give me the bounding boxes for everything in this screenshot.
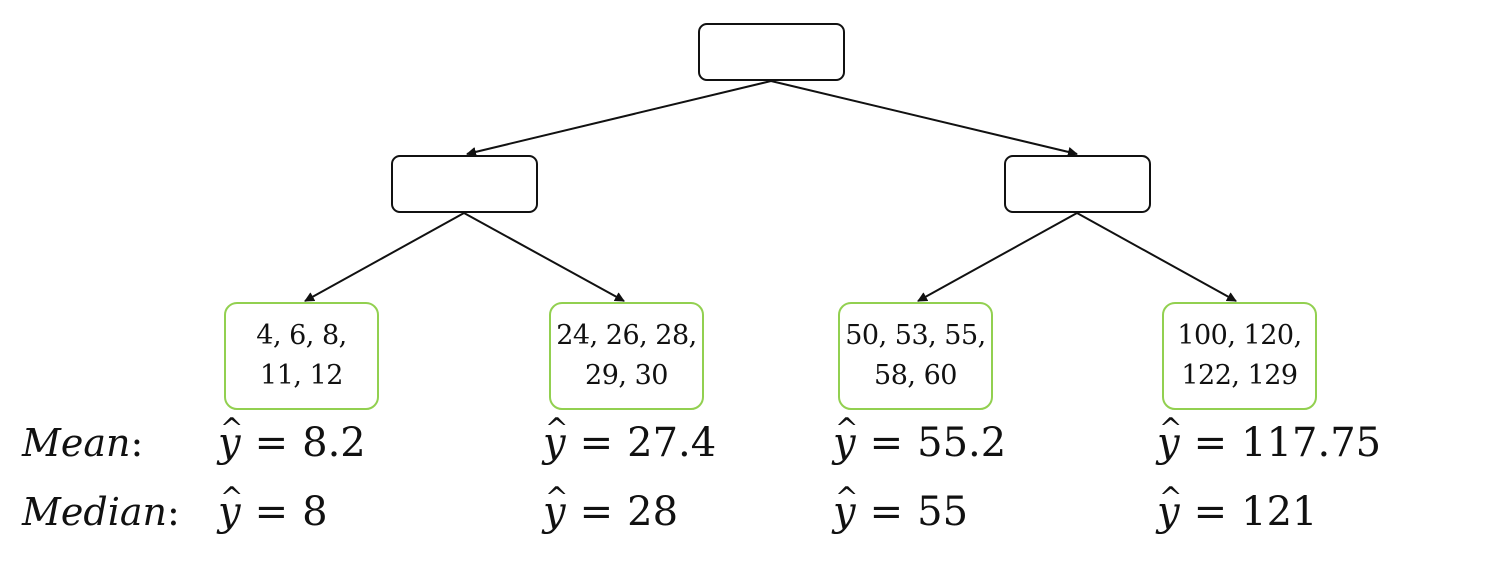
y-hat-symbol: y <box>1157 407 1182 465</box>
root-node <box>698 23 845 81</box>
leaf-1-line-2: 11, 12 <box>260 360 343 391</box>
leaf-node-2: 24, 26, 28, 29, 30 <box>549 302 704 410</box>
leaf-node-3: 50, 53, 55, 58, 60 <box>838 302 993 410</box>
median-value-leaf-2: 28 <box>627 489 679 535</box>
leaf-4-line-1: 100, 120, <box>1177 320 1302 351</box>
equals-sign: = <box>579 420 614 466</box>
y-hat-symbol: y <box>833 407 858 465</box>
mean-value-leaf-1: 8.2 <box>302 420 366 466</box>
mean-estimate-leaf-4: y= 117.75 <box>1157 407 1382 466</box>
leaf-1-line-1: 4, 6, 8, <box>256 320 347 351</box>
mean-value-leaf-2: 27.4 <box>627 420 717 466</box>
median-value-leaf-4: 121 <box>1241 489 1318 535</box>
median-label: Median <box>22 490 168 534</box>
equals-sign: = <box>254 420 289 466</box>
leaf-4-line-2: 122, 129 <box>1181 360 1298 391</box>
median-colon: : <box>167 490 180 534</box>
median-value-leaf-3: 55 <box>917 489 969 535</box>
equals-sign: = <box>869 489 904 535</box>
mean-colon: : <box>130 421 144 465</box>
equals-sign: = <box>1193 489 1228 535</box>
leaf-node-4: 100, 120, 122, 129 <box>1162 302 1317 410</box>
leaf-3-line-1: 50, 53, 55, <box>845 320 986 351</box>
equals-sign: = <box>869 420 904 466</box>
edge-root-left <box>466 80 772 157</box>
median-value-leaf-1: 8 <box>302 489 328 535</box>
mean-label: Mean <box>22 421 131 465</box>
edge-right-leaf3 <box>917 212 1078 302</box>
edge-left-leaf1 <box>304 212 465 302</box>
median-estimate-leaf-2: y= 28 <box>543 476 679 535</box>
mean-row-label: Mean: <box>22 421 143 465</box>
median-row-label: Median: <box>22 490 180 534</box>
edge-root-right <box>770 80 1078 157</box>
equals-sign: = <box>254 489 289 535</box>
leaf-node-1: 4, 6, 8, 11, 12 <box>224 302 379 410</box>
internal-node-left <box>391 155 538 213</box>
y-hat-symbol: y <box>218 476 243 534</box>
edge-right-leaf4 <box>1076 212 1237 302</box>
mean-estimate-leaf-1: y= 8.2 <box>218 407 366 466</box>
edge-left-leaf2 <box>463 212 625 302</box>
leaf-3-line-2: 58, 60 <box>874 360 957 391</box>
y-hat-symbol: y <box>218 407 243 465</box>
y-hat-symbol: y <box>1157 476 1182 534</box>
mean-estimate-leaf-3: y= 55.2 <box>833 407 1007 466</box>
leaf-2-line-2: 29, 30 <box>585 360 668 391</box>
mean-value-leaf-4: 117.75 <box>1241 420 1382 466</box>
y-hat-symbol: y <box>833 476 858 534</box>
y-hat-symbol: y <box>543 407 568 465</box>
internal-node-right <box>1004 155 1151 213</box>
mean-estimate-leaf-2: y= 27.4 <box>543 407 717 466</box>
leaf-2-line-1: 24, 26, 28, <box>556 320 697 351</box>
median-estimate-leaf-1: y= 8 <box>218 476 328 535</box>
equals-sign: = <box>579 489 614 535</box>
median-estimate-leaf-3: y= 55 <box>833 476 969 535</box>
y-hat-symbol: y <box>543 476 568 534</box>
equals-sign: = <box>1193 420 1228 466</box>
mean-value-leaf-3: 55.2 <box>917 420 1007 466</box>
median-estimate-leaf-4: y= 121 <box>1157 476 1318 535</box>
